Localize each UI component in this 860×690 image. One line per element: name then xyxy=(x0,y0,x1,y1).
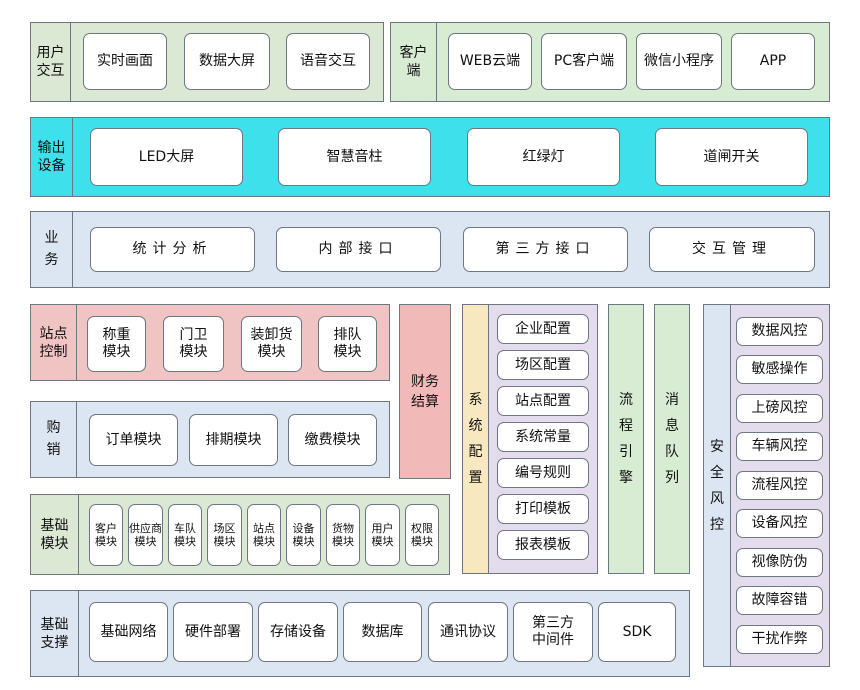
purchase-item-payment[interactable]: 缴费模块 xyxy=(288,414,377,466)
client-item-wechat-mini[interactable]: 微信小程序 xyxy=(636,33,722,90)
risk-item-video-anti-fake[interactable]: 视像防伪 xyxy=(736,548,823,577)
station-item-queue[interactable]: 排队 模块 xyxy=(318,316,377,372)
client-item-pc[interactable]: PC客户端 xyxy=(541,33,627,90)
business-item-internal-api[interactable]: 内部接口 xyxy=(276,227,441,272)
message-queue-panel: 消 息 队 列 xyxy=(654,304,690,574)
base-module-goods[interactable]: 货物 模块 xyxy=(326,504,360,566)
risk-item-vehicle[interactable]: 车辆风控 xyxy=(736,432,823,461)
config-item-print-template[interactable]: 打印模板 xyxy=(497,494,589,524)
base-support-panel: 基础 支撑 基础网络 硬件部署 存储设备 数据库 通讯协议 第三方 中间件 SD… xyxy=(30,590,690,677)
station-item-guard[interactable]: 门卫 模块 xyxy=(163,316,224,372)
station-control-label: 站点 控制 xyxy=(31,305,77,380)
user-interaction-item-realtime[interactable]: 实时画面 xyxy=(83,33,167,90)
business-panel: 业 务 统计分析 内部接口 第三方接口 交互管理 xyxy=(30,211,830,288)
output-item-traffic-light[interactable]: 红绿灯 xyxy=(467,128,620,186)
risk-item-weighbridge[interactable]: 上磅风控 xyxy=(736,394,823,423)
support-item-database[interactable]: 数据库 xyxy=(343,602,422,662)
risk-item-process[interactable]: 流程风控 xyxy=(736,471,823,500)
system-config-label: 系 统 配 置 xyxy=(463,305,489,573)
purchase-sales-panel: 购 销 订单模块 排期模块 缴费模块 xyxy=(30,401,390,478)
support-item-hardware[interactable]: 硬件部署 xyxy=(173,602,253,662)
output-item-gate[interactable]: 道闸开关 xyxy=(655,128,808,186)
station-item-weighing[interactable]: 称重 模块 xyxy=(87,316,146,372)
risk-item-sensitive-op[interactable]: 敏感操作 xyxy=(736,355,823,384)
support-item-sdk[interactable]: SDK xyxy=(598,602,676,662)
security-risk-label: 安 全 风 控 xyxy=(704,305,731,666)
user-interaction-label: 用户 交互 xyxy=(31,23,71,101)
user-interaction-item-data-screen[interactable]: 数据大屏 xyxy=(184,33,270,90)
client-item-app[interactable]: APP xyxy=(731,33,815,90)
base-module-station[interactable]: 站点 模块 xyxy=(247,504,281,566)
risk-item-device[interactable]: 设备风控 xyxy=(736,509,823,538)
business-label: 业 务 xyxy=(31,212,73,287)
risk-item-anti-cheat[interactable]: 干扰作弊 xyxy=(736,625,823,654)
station-item-loading[interactable]: 装卸货 模块 xyxy=(241,316,302,372)
user-interaction-item-voice[interactable]: 语音交互 xyxy=(286,33,370,90)
business-item-interaction-mgmt[interactable]: 交互管理 xyxy=(649,227,815,272)
support-item-storage[interactable]: 存储设备 xyxy=(258,602,338,662)
client-panel: 客户 端 WEB云端 PC客户端 微信小程序 APP xyxy=(390,22,830,102)
risk-item-fault-tolerance[interactable]: 故障容错 xyxy=(736,586,823,615)
base-module-fleet[interactable]: 车队 模块 xyxy=(168,504,202,566)
output-item-led[interactable]: LED大屏 xyxy=(90,128,243,186)
output-devices-label: 输出 设备 xyxy=(31,118,73,196)
support-item-network[interactable]: 基础网络 xyxy=(89,602,168,662)
base-module-permission[interactable]: 权限 模块 xyxy=(405,504,439,566)
base-module-user[interactable]: 用户 模块 xyxy=(365,504,400,566)
config-item-area[interactable]: 场区配置 xyxy=(497,350,589,380)
workflow-engine-panel: 流 程 引 擎 xyxy=(608,304,644,574)
base-module-customer[interactable]: 客户 模块 xyxy=(89,504,123,566)
support-item-protocol[interactable]: 通讯协议 xyxy=(428,602,508,662)
system-config-panel: 系 统 配 置 企业配置 场区配置 站点配置 系统常量 编号规则 打印模板 报表… xyxy=(462,304,598,574)
base-support-label: 基础 支撑 xyxy=(31,591,79,676)
purchase-sales-label: 购 销 xyxy=(31,402,77,477)
client-item-web[interactable]: WEB云端 xyxy=(448,33,532,90)
output-devices-panel: 输出 设备 LED大屏 智慧音柱 红绿灯 道闸开关 xyxy=(30,117,830,197)
support-item-middleware[interactable]: 第三方 中间件 xyxy=(513,602,593,662)
config-item-enterprise[interactable]: 企业配置 xyxy=(497,314,589,344)
finance-panel: 财务 结算 xyxy=(399,304,451,479)
base-modules-panel: 基础 模块 客户 模块 供应商 模块 车队 模块 场区 模块 站点 模块 设备 … xyxy=(30,494,450,575)
security-risk-panel: 安 全 风 控 数据风控 敏感操作 上磅风控 车辆风控 流程风控 设备风控 视像… xyxy=(703,304,830,667)
config-item-numbering[interactable]: 编号规则 xyxy=(497,458,589,488)
output-item-speaker[interactable]: 智慧音柱 xyxy=(278,128,431,186)
config-item-constants[interactable]: 系统常量 xyxy=(497,422,589,452)
risk-item-data[interactable]: 数据风控 xyxy=(736,317,823,346)
base-module-device[interactable]: 设备 模块 xyxy=(286,504,321,566)
client-label: 客户 端 xyxy=(391,23,437,101)
purchase-item-order[interactable]: 订单模块 xyxy=(89,414,178,466)
config-item-station[interactable]: 站点配置 xyxy=(497,386,589,416)
base-modules-label: 基础 模块 xyxy=(31,495,79,574)
base-module-supplier[interactable]: 供应商 模块 xyxy=(128,504,163,566)
user-interaction-panel: 用户 交互 实时画面 数据大屏 语音交互 xyxy=(30,22,384,102)
config-item-report-template[interactable]: 报表模板 xyxy=(497,530,589,560)
business-item-statistics[interactable]: 统计分析 xyxy=(90,227,255,272)
purchase-item-schedule[interactable]: 排期模块 xyxy=(189,414,278,466)
base-module-area[interactable]: 场区 模块 xyxy=(207,504,242,566)
station-control-panel: 站点 控制 称重 模块 门卫 模块 装卸货 模块 排队 模块 xyxy=(30,304,390,381)
business-item-third-party-api[interactable]: 第三方接口 xyxy=(463,227,628,272)
